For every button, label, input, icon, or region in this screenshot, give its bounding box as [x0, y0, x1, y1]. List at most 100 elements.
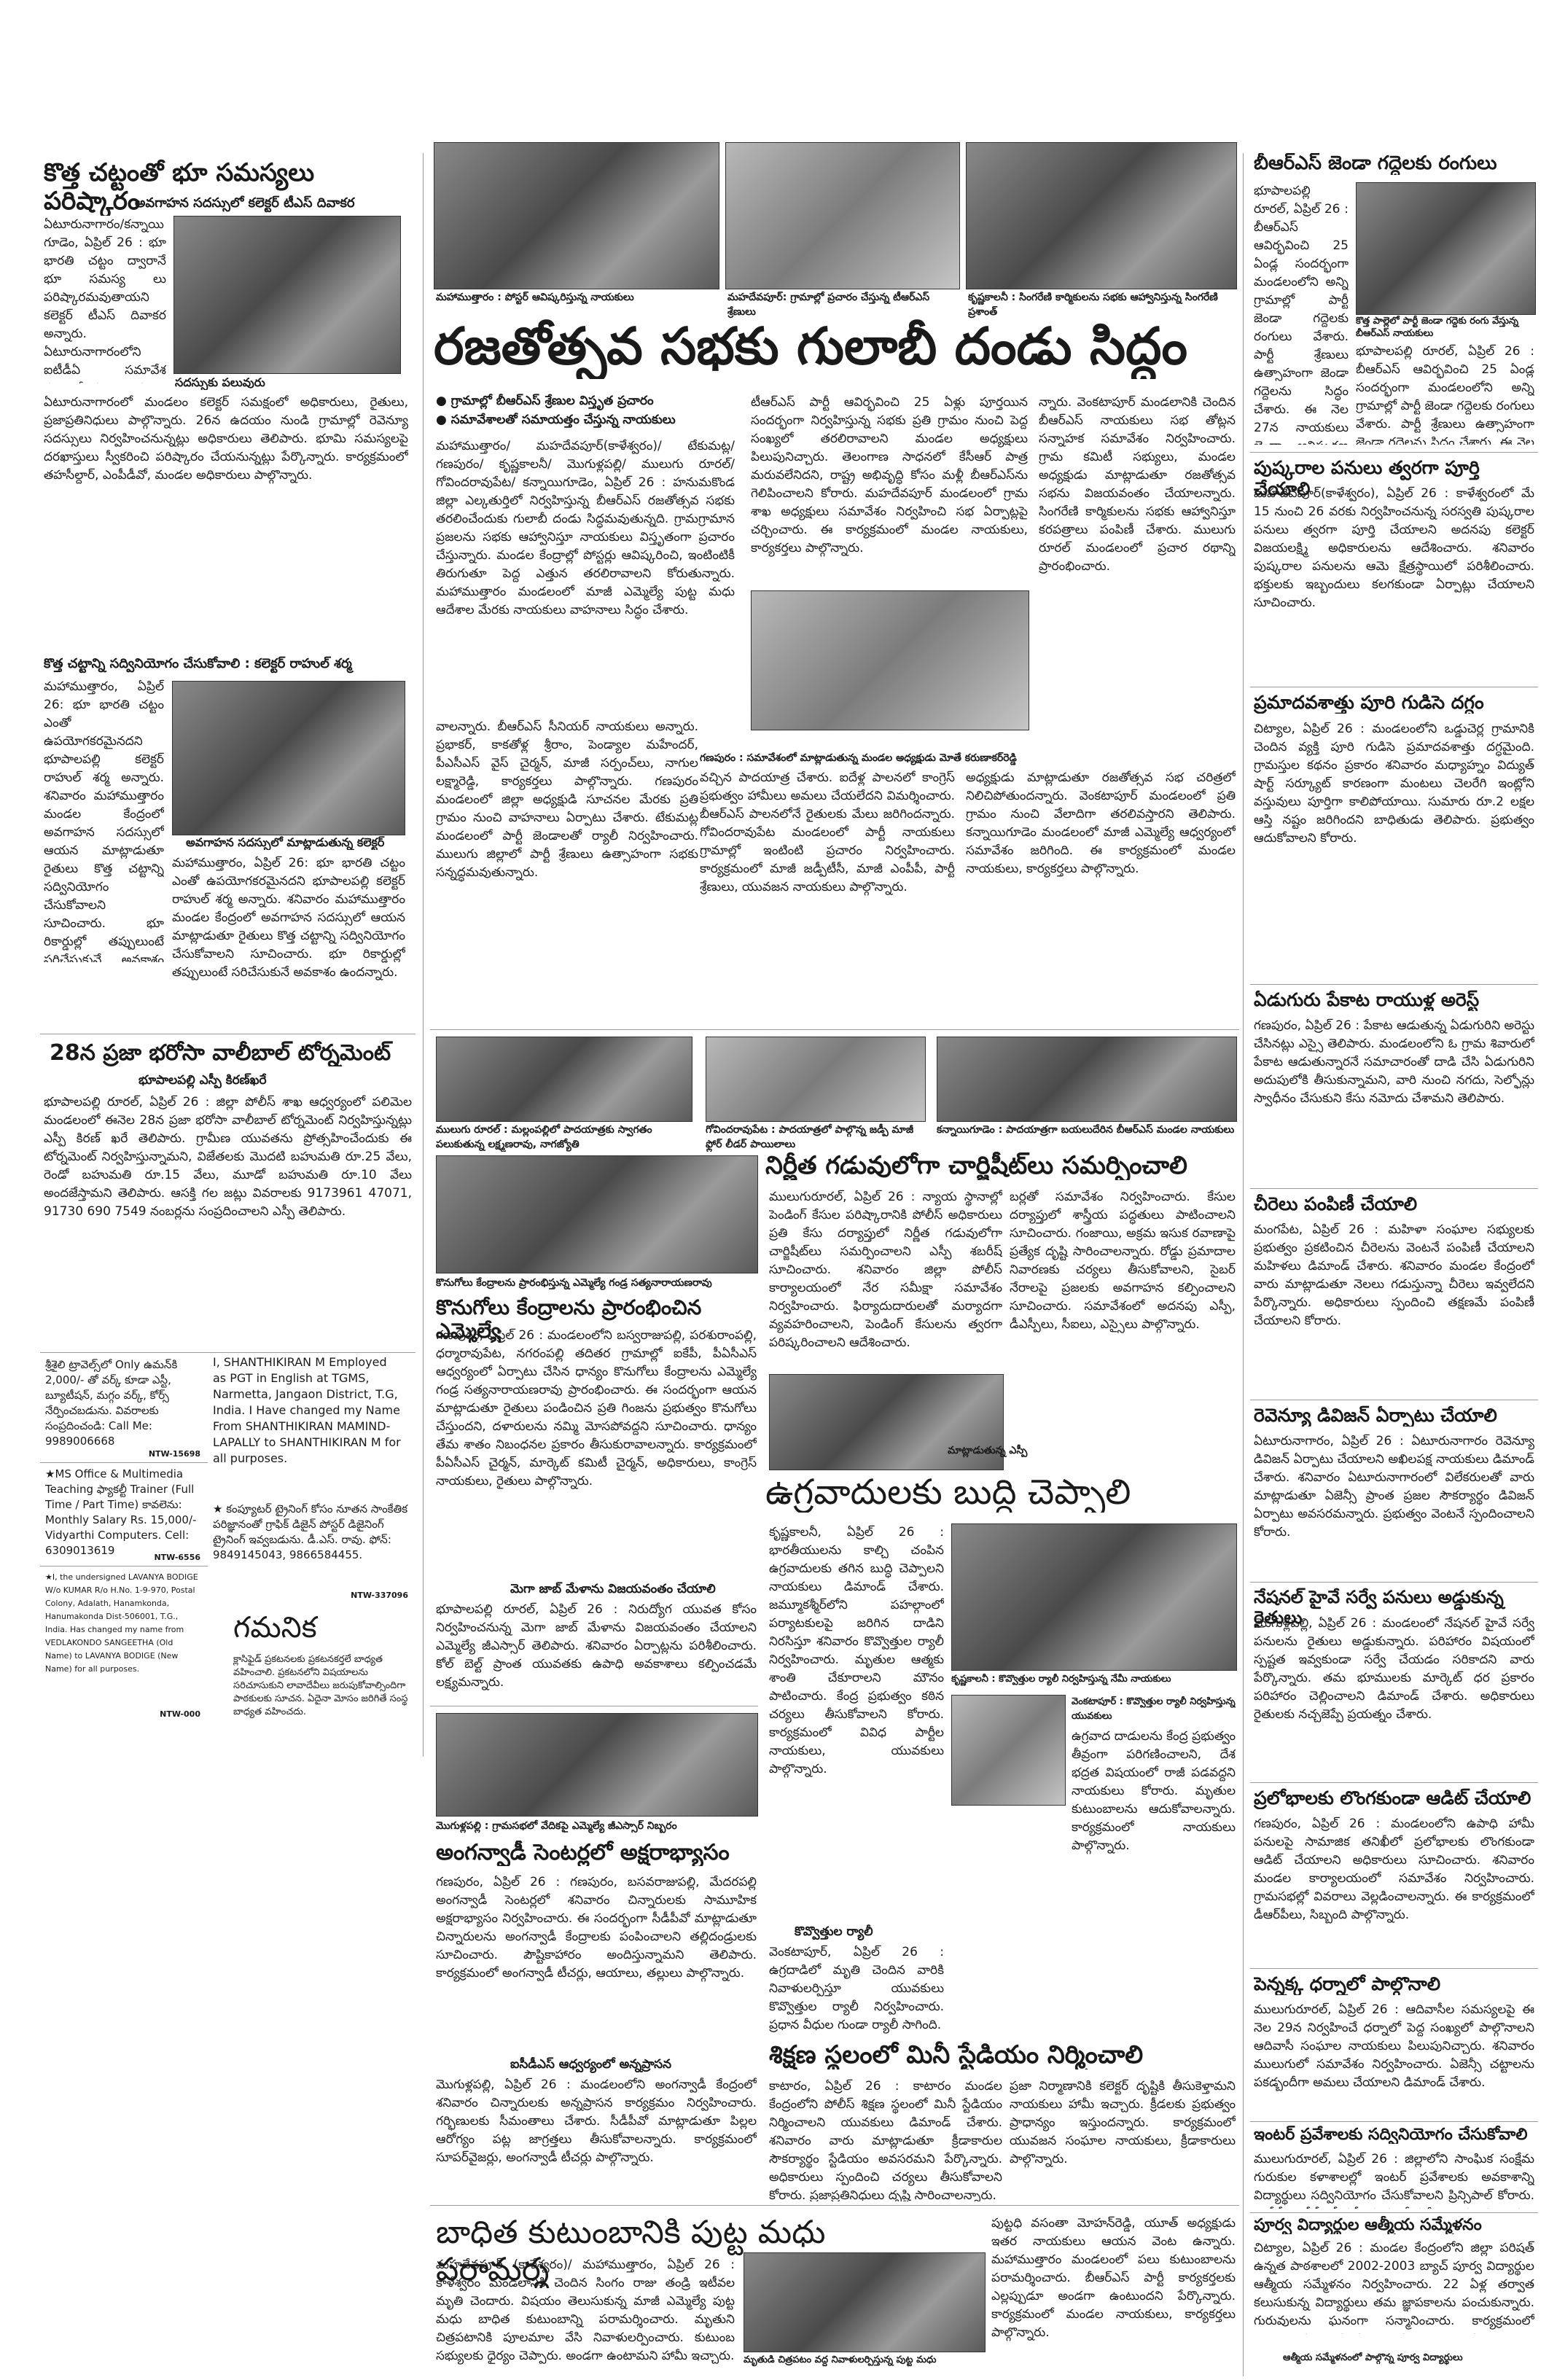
putta-body-2: పుట్టధి వసంతా మోహన్‌రెడ్డి, యూత్ అధ్యక్ష…: [991, 2216, 1236, 2340]
classified-ad-5-code: NTW-000: [160, 1709, 200, 1719]
lead-photo-2: [725, 142, 960, 289]
article-body-volleyball: భూపాలపల్లి రూరల్, ఏప్రిల్ 26 : జిల్లా పో…: [44, 1095, 412, 1219]
photo-bhu-samasyalu-2: [172, 681, 405, 835]
shikhan-headline: శిక్షణ స్థలంలో మినీ స్టేడియం నిర్మించాలి: [769, 2041, 1144, 2069]
lead-body-col-3: న్నారు. వెంకటాపూర్ మండలానికి చెందిన బీఆర…: [1039, 395, 1236, 574]
arrest-headline: ఏడుగురు పేకాట రాయుళ్ల అరెస్ట్: [1254, 990, 1480, 1010]
anganwadi-caption: మొగుళ్లపల్లి : గ్రామసభలో వేదికపై ఎమ్మెల్…: [436, 1820, 677, 1832]
notice-body: క్లాసిఫైడ్ ప్రకటనలకు ప్రకటనకర్తలే బాధ్యత…: [233, 1654, 408, 1717]
lead-lower-col-3: అధ్యక్షుడు మాట్లాడుతూ రజతోత్సవ సభ చరిత్ర…: [966, 770, 1236, 876]
purva-headline: పూర్వ విద్యార్థుల ఆత్మీయ సమ్మేళనం: [1254, 2216, 1482, 2234]
anganwadi-subhead: ఐసీడీఎస్ ఆధ్వర్యంలో అన్నప్రాసన: [510, 2057, 672, 2072]
article-body-bhu-samasyalu-4: మహాముత్తారం, ఏప్రిల్ 26: భూ భారతి చట్టం …: [172, 856, 405, 980]
konugolu-body: గణపురం, ఏప్రిల్ 26 : మండలంలోని బస్వరాజుప…: [436, 1328, 757, 1489]
chargesheet-photo: [769, 1374, 1004, 1470]
putta-headline: బాధిత కుటుంబానికి పుట్ట మధు పరామర్శ: [436, 2215, 826, 2288]
purva-photo-caption: ఆత్మీయ సమ్మేళనంలో పాల్గొన్న పూర్వ విద్యా…: [1283, 2352, 1463, 2363]
inter-body: ములుగురూరల్, ఏప్రిల్ 26 : జిల్లాలోని సాం…: [1254, 2152, 1534, 2209]
classified-ad-3: ★MS Office & Multimedia Teaching ఫ్యాకల్…: [45, 1467, 197, 1554]
article-body-bhu-samasyalu-2: ఏటూరునాగారంలో మండలం కలెక్టర్ సమక్షంలో అధ…: [44, 395, 408, 483]
ugravadulu-body: కృష్ణకాలనీ, ఏప్రిల్ 26 : భారతీయులను కాల్…: [769, 1525, 944, 1776]
cheerelu-body: మంగపేట, ఏప్రిల్ 26 : మహిళా సంఘాల సభ్యులక…: [1254, 1222, 1534, 1328]
lead-photo-3: [966, 142, 1237, 289]
notice-title: గమనిక: [233, 1611, 317, 1644]
classified-ad-3-code: NTW-6556: [154, 1553, 200, 1562]
middle-photo-3: [937, 1037, 1237, 1122]
pennaka-body: ములుగురూరల్, ఏప్రిల్ 26 : ఆదివాసీల సమస్య…: [1254, 2002, 1534, 2090]
classified-ad-4-code: NTW-337096: [351, 1591, 408, 1600]
anganwadi-photo: [436, 1713, 758, 1817]
ugravadulu-col-right: ఉగ్రవాద దాడులను కేంద్ర ప్రభుత్వం తీవ్రంగ…: [1072, 1729, 1236, 1853]
article-body-bhu-samasyalu-3: మహాముత్తారం, ఏప్రిల్ 26: భూ భారతి చట్టం …: [44, 679, 164, 962]
konugolu-photo: [436, 1155, 758, 1273]
shikhan-col-2: ప్రజా నిర్మాణానికి కలెక్టర్ దృష్టికి తీస…: [1010, 2079, 1236, 2166]
ugravadulu-subhead: కొవ్వొత్తుల ర్యాలీ: [795, 1924, 873, 1939]
classified-ad-2: I, SHANTHIKIRAN M Employed as PGT in Eng…: [213, 1355, 401, 1465]
lead-caption-2: మహదేవపూర్: గ్రామాల్లో ప్రచారం చేస్తున్న …: [727, 292, 930, 318]
purva-body: చిట్యాల, ఏప్రిల్ 26 : మండల కేంద్రంలోని జ…: [1254, 2241, 1534, 2334]
anganwadi-body: గణపురం, ఏప్రిల్ 26 : గణపురం, బసవరాజుపల్ల…: [436, 1875, 757, 1981]
lead-body-col-2: టీఆర్ఎస్ పార్టీ ఆవిర్భవించి 25 ఏళ్లు పూర…: [751, 395, 1028, 555]
jenda-photo-caption: కొత్త పాల్లెలో పార్టీ జెండా గద్దెకు రంగు…: [1356, 316, 1519, 339]
konugolu-headline: కొనుగోలు కేంద్రాలను ప్రారంభించిన ఎమ్మెల్…: [436, 1296, 702, 1343]
arrest-body: గణపురం, ఏప్రిల్ 26 : పేకాట ఆడుతున్న ఏడుగ…: [1254, 1018, 1534, 1106]
subhead-bhu-samasyalu: అవగాహన సదస్సులో కలెక్టర్ టీఎస్ దివాకర: [135, 195, 355, 211]
inter-headline: ఇంటర్ ప్రవేశాలకు సద్వినియోగం చేసుకోవాలి: [1254, 2126, 1528, 2144]
lead-bullet-1: గ్రామాల్లో బీఆర్ఎస్ శ్రేణుల విస్తృత ప్రచ…: [436, 394, 749, 411]
jenda-photo: [1356, 182, 1536, 315]
middle-caption-1: ములుగు రూరల్ : మల్లంపల్లిలో పాదయాత్రకు స…: [436, 1124, 652, 1150]
anganwadi-headline: అంగన్వాడీ సెంటర్లలో అక్షరాభ్యాసం: [436, 1841, 730, 1865]
lead-caption-1: మహాముత్తారం : పోస్టర్ ఆవిష్కరిస్తున్న నా…: [436, 292, 634, 303]
pennaka-headline: పెన్నక్క ధర్నాలో పాల్గొనాలి: [1254, 1974, 1441, 1994]
pralobhalu-headline: ప్రలోభాలకు లొంగకుండా ఆడిట్ చేయాలి: [1254, 1788, 1531, 1809]
lead-bullet-2: సమావేశాలతో సమాయత్తం చేస్తున్న నాయకులు: [436, 413, 749, 430]
classified-ad-4: ★ కంప్యూటర్ ట్రైనింగ్ కోసం నూతన సాంకేతిక…: [213, 1502, 408, 1561]
caption-bhu-samasyalu-photo: సదస్సుకు పలువురు: [175, 375, 265, 389]
highway-headline: నేషనల్ హైవే సర్వే పనులు అడ్డుకున్న రైతుల…: [1254, 1588, 1504, 1628]
classified-ad-1: శ్రీశైలి ట్రావెల్స్‌లో Only ఉమన్‌కి 2,00…: [45, 1358, 178, 1445]
lead-lower-col-1: వాలన్నారు. బీఆర్ఎస్ సీనియర్ నాయకులు అన్న…: [436, 719, 698, 880]
revenue-headline: రెవెన్యూ డివిజన్ ఏర్పాటు చేయాలి: [1254, 1405, 1497, 1426]
lead-lower-col-2: వచ్చిన పాదయాత్ర చేశారు. ఐదేళ్ల పాలనలో కా…: [700, 770, 955, 894]
middle-photo-1: [436, 1037, 692, 1122]
classified-ad-1-code: NTW-15698: [148, 1449, 200, 1459]
shikhan-body: కాటారం, ఏప్రిల్ 26 : కాటారం మండల కేంద్రం…: [769, 2079, 1002, 2201]
ugravadulu-headline: ఉగ్రవాదులకు బుద్ధి చెప్పాలి: [765, 1472, 1131, 1513]
konugolu-body-2: భూపాలపల్లి రూరల్, ఏప్రిల్ 26 : నిరుద్యోగ…: [436, 1602, 757, 1690]
pramada-headline: ప్రమాదవశాత్తు పూరి గుడిసె దగ్ధం: [1254, 692, 1484, 713]
chargesheet-body-2: బర్లతో సమావేశం నిర్వహించారు. కేసుల దర్యా…: [1010, 1190, 1236, 1332]
headline-bhu-samasyalu: కొత్త చట్టంతో భూ సమస్యలు పరిష్కారం: [44, 159, 315, 216]
subhead-volleyball: భూపాలపల్లి ఎస్పీ కిరణ్‌ఖరే: [138, 1073, 267, 1088]
classified-ad-5: ★I, the undersigned LAVANYA BODIGE W/o K…: [45, 1572, 198, 1674]
ugravadulu-photo-2: [951, 1695, 1066, 1806]
subhead-bhu-samasyalu-3: కొత్త చట్టాన్ని సద్వినియోగం చేసుకోవాలి :…: [44, 656, 352, 671]
cheerelu-headline: చీరెలు పంపిణీ చేయాలి: [1254, 1194, 1418, 1214]
ugravadulu-body-2: వెంకటాపూర్, ఏప్రిల్ 26 : ఉగ్రదాడిలో మృతి…: [769, 1945, 944, 2032]
headline-volleyball: 28న ప్రజా భరోసా వాలీబాల్ టోర్నమెంట్: [50, 1041, 391, 1066]
pralobhalu-body: గణపురం, ఏప్రిల్ 26 : మండలంలోని ఉపాధి హామ…: [1254, 1817, 1534, 1922]
lead-caption-3: కృష్ణకాలనీ : సింగరేణి కార్మికులను సభకు ఆ…: [968, 292, 1218, 318]
highway-body: మొగుళ్లపల్లి, ఏప్రిల్ 26 : మండలంలో నేషనల…: [1254, 1616, 1534, 1722]
lead-headline: రజతోత్సవ సభకు గులాబీ దండు సిద్ధం: [434, 316, 1187, 376]
jenda-body: భూపాలపల్లి రూరల్, ఏప్రిల్ 26 : బీఆర్ఎస్ …: [1254, 184, 1349, 445]
ugravadulu-caption-right: కృష్ణకాలనీ : కొవ్వొత్తుల ర్యాలీ నిర్వహిస…: [951, 1674, 1171, 1685]
lead-lower-caption: గణపురం : సమావేశంలో మాట్లాడుతున్న మండల అధ…: [700, 752, 1017, 764]
chargesheet-body-1: ములుగురూరల్, ఏప్రిల్ 26 : న్యాయ స్థానాల్…: [769, 1190, 1002, 1350]
ugravadulu-caption-right-2: వెంకటాపూర్ : కొవ్వొత్తుల ర్యాలీ నిర్వహిస…: [1072, 1696, 1236, 1722]
middle-photo-2: [706, 1037, 926, 1122]
middle-caption-2: గోవిందరావుపేట : పాదయాత్రలో పాల్గొన్న జడ్…: [706, 1124, 914, 1150]
lead-photo-4: [751, 590, 1029, 730]
ugravadulu-photo: [951, 1523, 1237, 1671]
pushkaralu-headline: పుష్కరాల పనులు త్వరగా పూర్తి చేయాలి: [1254, 458, 1480, 499]
chargesheet-photo-caption: మాట్లాడుతున్న ఎస్పీ: [948, 1445, 1028, 1456]
anganwadi-body-2: మొగుళ్లపల్లి, ఏప్రిల్ 26 : మండలంలోని అంగ…: [436, 2077, 757, 2165]
lead-body-col-1: మహాముత్తారం/ మహదేవపూర్(కాళేశ్వరం)/ టేకుమ…: [436, 439, 735, 617]
putta-photo-caption: మృతుడి చిత్రపటం వద్ద నివాళులర్పిస్తున్న …: [744, 2354, 937, 2365]
konugolu-caption: కొనుగోలు కేంద్రాలను ప్రారంభిస్తున్న ఎమ్మ…: [436, 1277, 712, 1289]
photo-bhu-samasyalu: [173, 216, 401, 374]
putta-photo: [744, 2252, 986, 2352]
pushkaralu-body: మహదేవపూర్(కాళేశ్వరం), ఏప్రిల్ 26 : కాళేశ…: [1254, 486, 1534, 610]
caption-bhu-samasyalu-photo-2: అవగాహన సదస్సులో మాట్లాడుతున్న కలెక్టర్: [186, 835, 385, 849]
putta-body-1: మహదేవపూర్ (కాళేశ్వరం)/ మహాముత్తారం, ఏప్ర…: [436, 2258, 735, 2363]
middle-caption-3: కన్నాయిగూడెం : పాదయాత్రగా బయలుదేరిన బీఆర…: [937, 1124, 1235, 1136]
